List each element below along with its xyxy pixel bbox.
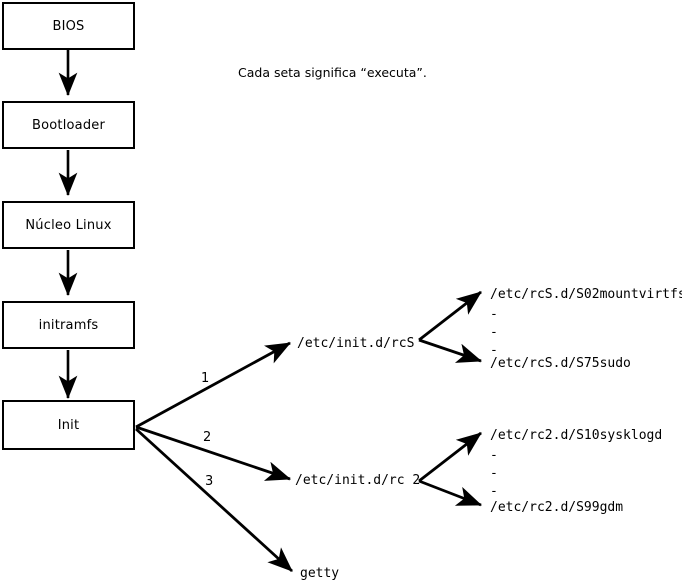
node-initramfs-label: initramfs	[38, 317, 99, 333]
node-initramfs[interactable]: initramfs	[2, 301, 135, 349]
branch-number-1: 1	[201, 371, 210, 386]
label-rcS-first-script[interactable]: /etc/rcS.d/S02mountvirtfs	[490, 287, 682, 302]
label-getty[interactable]: getty	[300, 566, 340, 581]
rcS-ellipsis-dash-1: -	[490, 307, 498, 322]
node-init[interactable]: Init	[2, 400, 135, 450]
rcS-ellipsis-dash-2: -	[490, 325, 498, 340]
branch-number-2: 2	[203, 430, 212, 445]
arrow-init-to-rc2	[135, 425, 292, 481]
rcS-ellipsis-dash-3: -	[490, 343, 498, 358]
node-init-label: Init	[57, 417, 80, 433]
node-bootloader-label: Bootloader	[31, 117, 106, 133]
arrow-rcS-to-first-script	[418, 290, 482, 342]
rc2-ellipsis-dash-2: -	[490, 466, 498, 481]
node-bios-label: BIOS	[52, 18, 85, 34]
rc2-ellipsis-dash-3: -	[490, 484, 498, 499]
label-rc2-last-script[interactable]: /etc/rc2.d/S99gdm	[490, 500, 624, 515]
arrow-rcS-to-last-script	[418, 338, 483, 363]
arrow-rc2-to-first-script	[418, 431, 482, 483]
node-bootloader[interactable]: Bootloader	[2, 101, 135, 149]
arrow-init-to-rcS	[135, 341, 291, 429]
branch-number-3: 3	[205, 474, 214, 489]
label-etc-initd-rc2[interactable]: /etc/init.d/rc 2	[295, 473, 421, 488]
node-bios[interactable]: BIOS	[2, 2, 135, 50]
rc2-ellipsis-dash-1: -	[490, 448, 498, 463]
caption-text: Cada seta significa “executa”.	[238, 65, 427, 80]
arrow-init-to-getty	[135, 427, 293, 573]
label-etc-initd-rcS[interactable]: /etc/init.d/rcS	[297, 336, 415, 351]
node-kernel[interactable]: Núcleo Linux	[2, 201, 135, 249]
node-kernel-label: Núcleo Linux	[25, 217, 112, 233]
label-rc2-first-script[interactable]: /etc/rc2.d/S10sysklogd	[490, 428, 663, 443]
label-rcS-last-script[interactable]: /etc/rcS.d/S75sudo	[490, 356, 631, 371]
arrow-rc2-to-last-script	[418, 479, 483, 507]
